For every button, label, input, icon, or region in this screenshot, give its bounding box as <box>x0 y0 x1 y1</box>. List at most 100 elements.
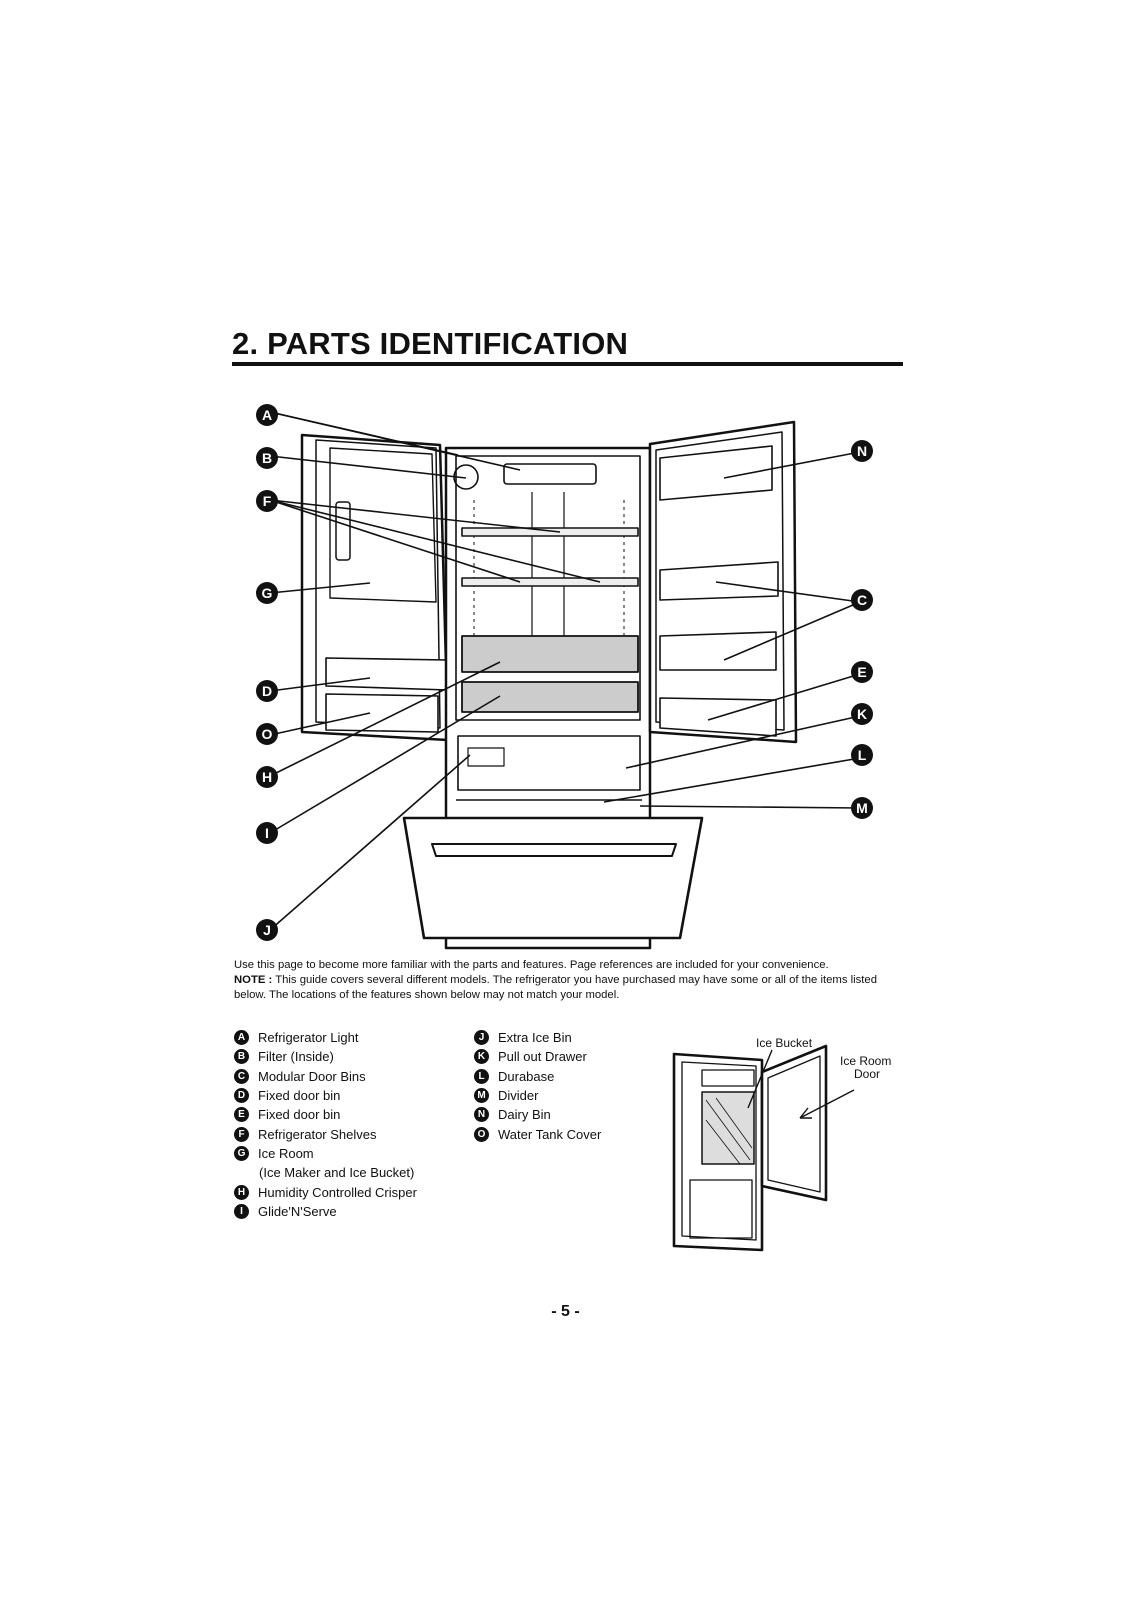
legend-item: O Water Tank Cover <box>474 1124 601 1143</box>
callout-k: K <box>851 703 873 725</box>
legend-badge: G <box>234 1145 249 1161</box>
legend-label: Ice Room <box>258 1145 314 1161</box>
callout-i: I <box>256 822 278 844</box>
page-title: 2. PARTS IDENTIFICATION <box>232 326 629 361</box>
inset-ice-maker <box>701 1069 755 1087</box>
note-paragraph: NOTE : This guide covers several differe… <box>234 973 906 1003</box>
inset-ice-room-door <box>760 1044 828 1202</box>
left-door-inner <box>315 439 441 729</box>
legend-item-continued: (Ice Maker and Ice Bucket) <box>234 1163 417 1182</box>
legend-badge: O <box>474 1126 489 1142</box>
legend-label: Refrigerator Light <box>258 1030 359 1046</box>
legend-badge: J <box>474 1030 489 1046</box>
callout-c: C <box>851 589 873 611</box>
intro-text: Use this page to become more familiar wi… <box>234 958 906 1003</box>
shelf-lower <box>461 577 639 587</box>
intro-line: Use this page to become more familiar wi… <box>234 959 829 971</box>
ice-room-panel <box>329 447 437 603</box>
svg-text:H: H <box>262 769 272 785</box>
svg-text:I: I <box>265 825 269 841</box>
svg-text:J: J <box>263 922 271 938</box>
legend-badge: C <box>234 1068 249 1084</box>
legend-badge: H <box>234 1184 249 1200</box>
legend-item: M Divider <box>474 1086 601 1105</box>
callout-d: D <box>256 680 278 702</box>
legend-label: Water Tank Cover <box>498 1126 602 1142</box>
page-number: - 5 - <box>551 1303 580 1320</box>
svg-text:L: L <box>858 747 867 763</box>
svg-text:E: E <box>857 664 866 680</box>
legend-label: Refrigerator Shelves <box>258 1126 377 1142</box>
callout-n: N <box>851 440 873 462</box>
legend-badge: K <box>474 1049 489 1065</box>
door-bin-c1 <box>659 561 779 601</box>
legend-label: (Ice Maker and Ice Bucket) <box>259 1165 415 1181</box>
legend-item: C Modular Door Bins <box>234 1067 417 1086</box>
callout-o: O <box>256 723 278 745</box>
legend-label: Humidity Controlled Crisper <box>258 1184 417 1200</box>
callout-l: L <box>851 744 873 766</box>
svg-text:G: G <box>262 585 273 601</box>
door-bin-c2 <box>659 631 777 671</box>
inset-ice-bucket <box>701 1091 755 1165</box>
legend-item: F Refrigerator Shelves <box>234 1124 417 1143</box>
callout-g: G <box>256 582 278 604</box>
svg-text:N: N <box>857 443 867 459</box>
note-label: NOTE : <box>234 974 273 986</box>
freezer-handle <box>431 843 677 857</box>
legend-badge: E <box>234 1107 249 1123</box>
legend-badge: F <box>234 1126 249 1142</box>
legend-label: Modular Door Bins <box>258 1068 366 1084</box>
svg-text:M: M <box>856 800 868 816</box>
legend-badge: I <box>234 1203 249 1219</box>
callout-h: H <box>256 766 278 788</box>
svg-text:A: A <box>262 407 272 423</box>
right-door-inner <box>655 431 785 731</box>
shelf-upper <box>461 527 639 537</box>
callout-b: B <box>256 447 278 469</box>
svg-text:C: C <box>857 592 867 608</box>
legend-badge: A <box>234 1030 249 1046</box>
inset-label-ice-room-door-2: Door <box>854 1067 880 1081</box>
callout-a: A <box>256 404 278 426</box>
svg-text:D: D <box>262 683 272 699</box>
pull-out-drawer <box>457 735 641 791</box>
callout-e: E <box>851 661 873 683</box>
ice-room-inset-diagram: Ice Bucket Ice Room Door <box>672 1036 891 1252</box>
note-text: This guide covers several different mode… <box>234 974 877 1001</box>
svg-text:B: B <box>262 450 272 466</box>
crisper-bottom <box>461 681 639 713</box>
refrigerator-diagram: A B F G D O H I J N C E K L M <box>256 404 873 950</box>
legend-item: G Ice Room <box>234 1144 417 1163</box>
legend-label: Pull out Drawer <box>498 1049 587 1065</box>
fridge-compartment <box>455 455 641 721</box>
legend-label: Dairy Bin <box>498 1107 551 1123</box>
legend-item: E Fixed door bin <box>234 1105 417 1124</box>
legend-label: Fixed door bin <box>258 1107 341 1123</box>
legend-badge: M <box>474 1088 489 1104</box>
dairy-bin <box>659 445 773 501</box>
legend-label: Fixed door bin <box>258 1088 341 1104</box>
legend-item: H Humidity Controlled Crisper <box>234 1182 417 1201</box>
inset-label-ice-room-door: Ice Room <box>840 1054 891 1068</box>
inset-label-ice-bucket: Ice Bucket <box>756 1036 813 1050</box>
callout-j: J <box>256 919 278 941</box>
legend-label: Divider <box>498 1088 539 1104</box>
legend-item: A Refrigerator Light <box>234 1028 417 1047</box>
light-housing <box>503 463 597 485</box>
legend-label: Filter (Inside) <box>258 1049 334 1065</box>
legend-label: Durabase <box>498 1068 555 1084</box>
svg-text:F: F <box>263 493 272 509</box>
svg-text:O: O <box>262 726 273 742</box>
left-door-handle <box>335 501 351 561</box>
legend-badge: L <box>474 1068 489 1084</box>
legend-item: L Durabase <box>474 1067 601 1086</box>
callout-f: F <box>256 490 278 512</box>
